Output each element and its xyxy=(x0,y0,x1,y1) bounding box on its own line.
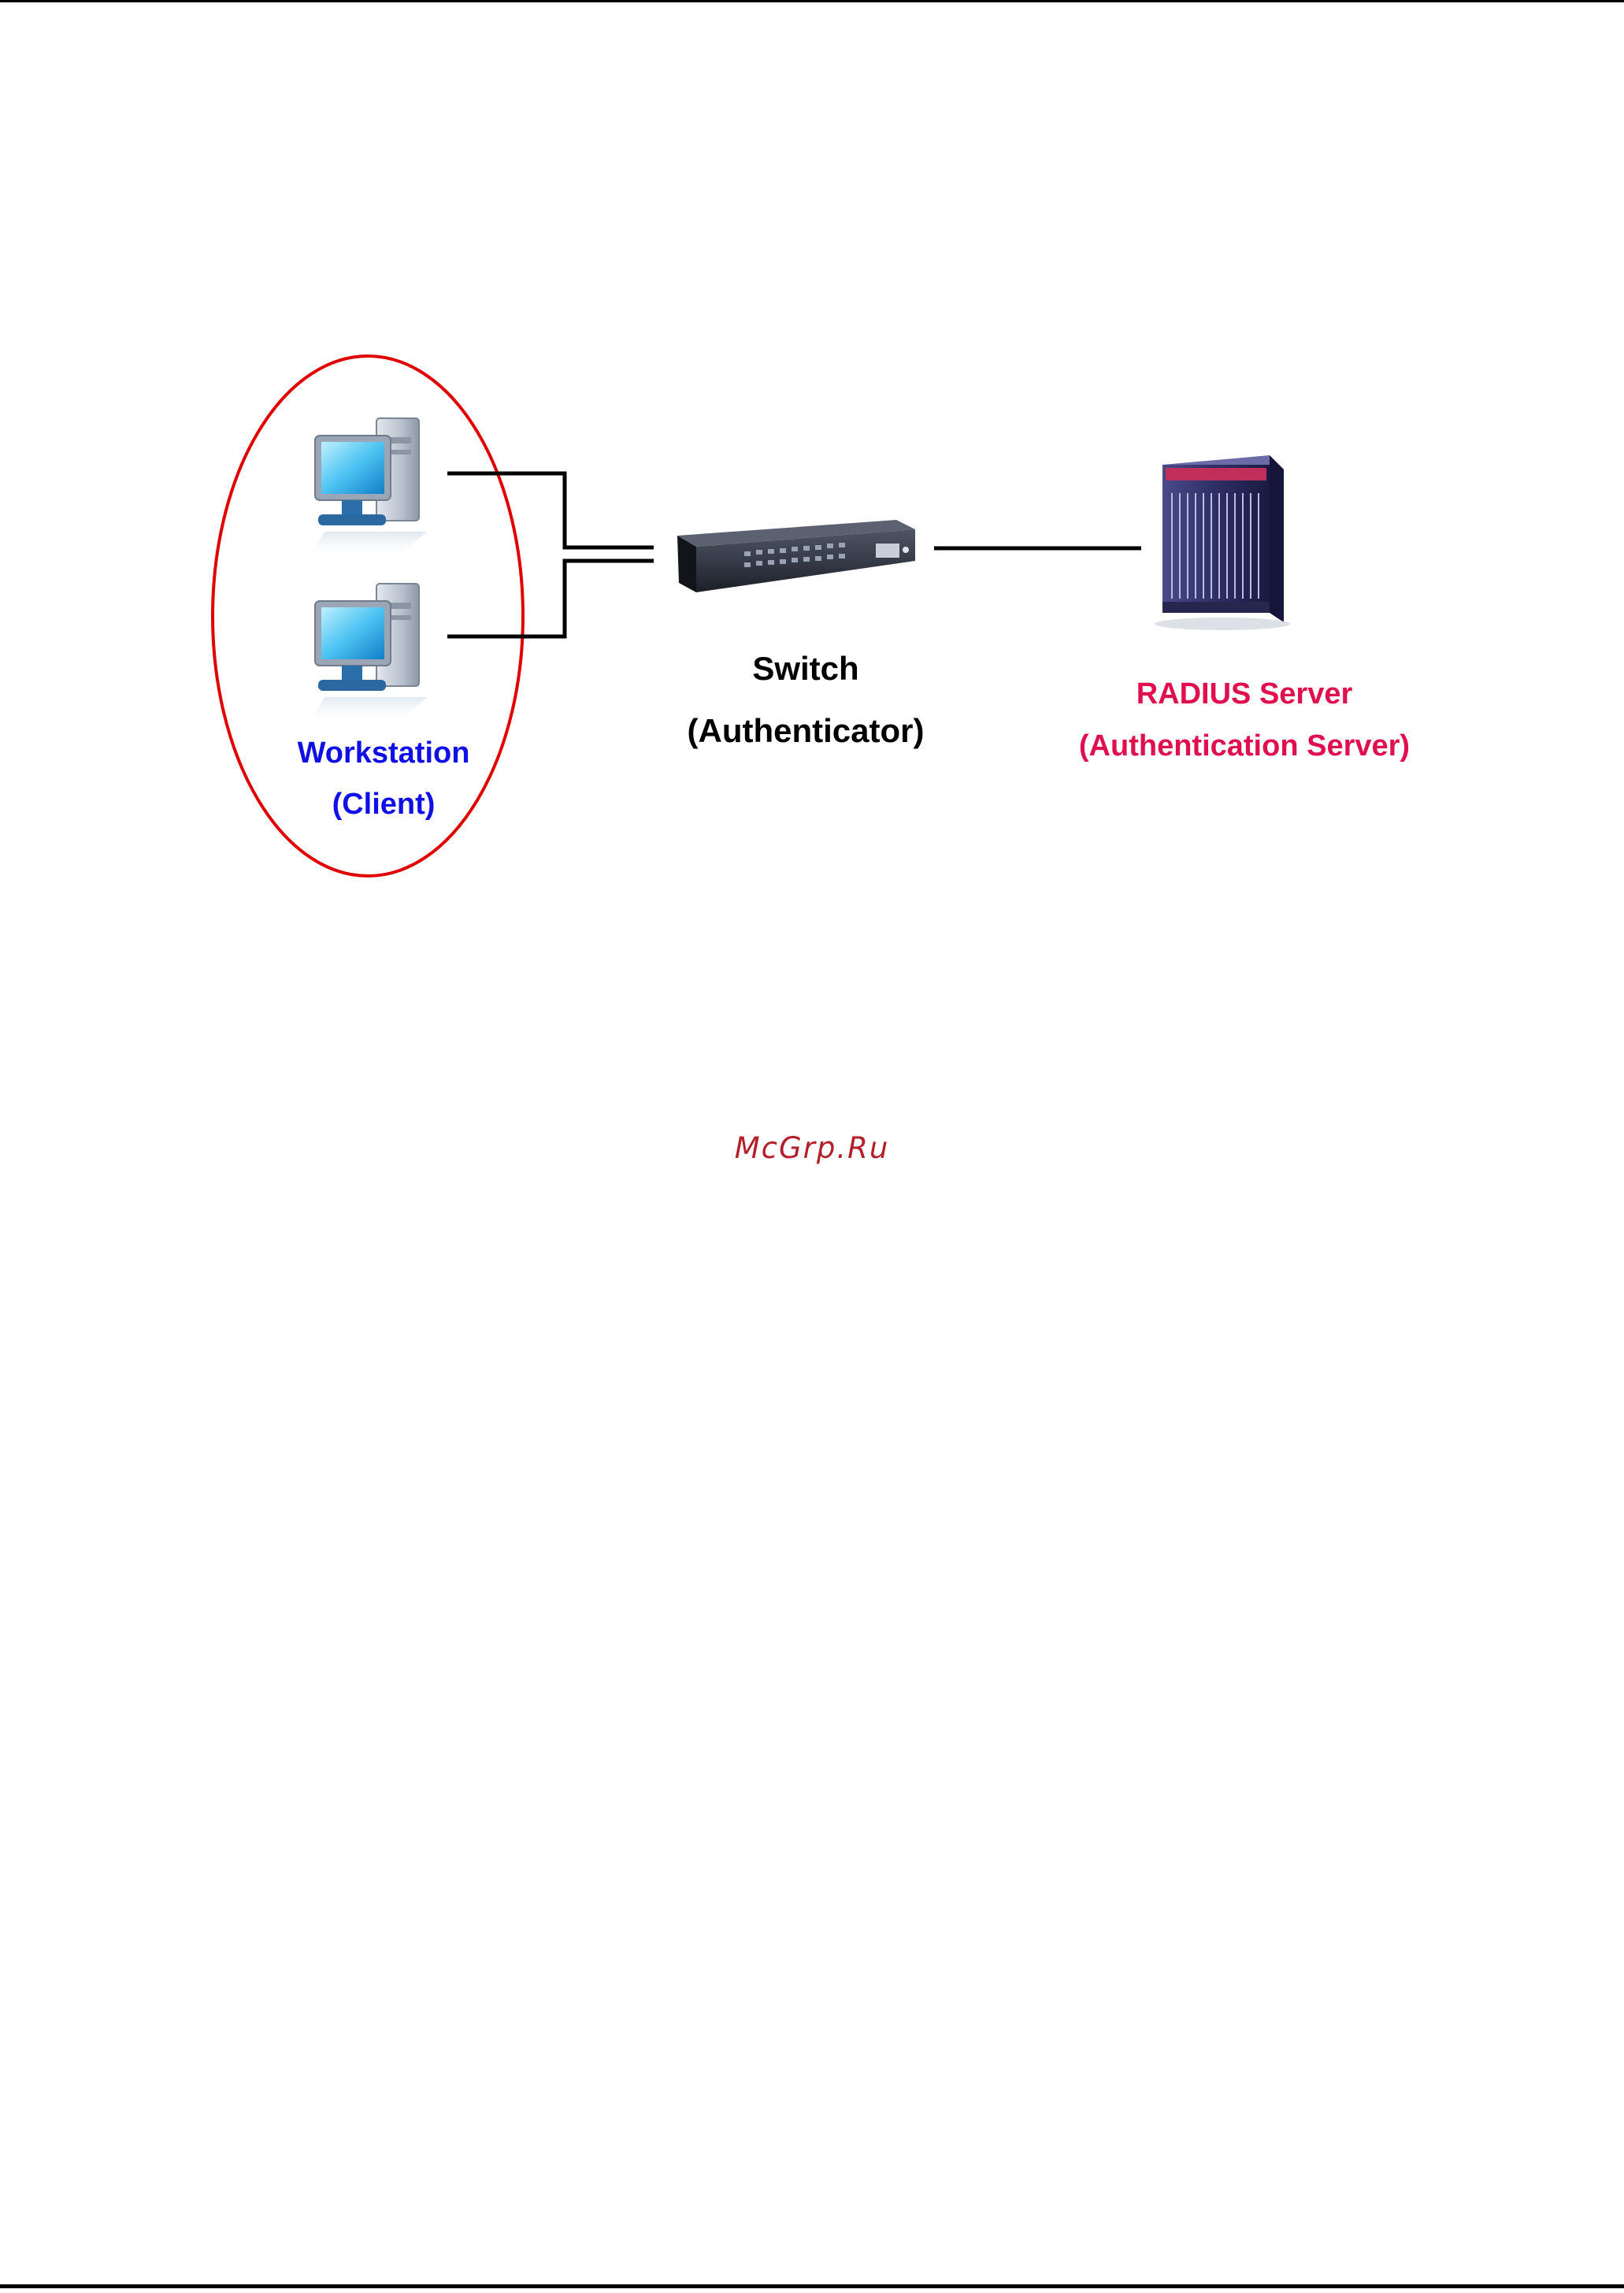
server-label-line2: (Authentication Server) xyxy=(1071,731,1418,761)
server-label-line1: RADIUS Server xyxy=(1071,679,1418,709)
client-label: Workstation (Client) xyxy=(289,738,478,819)
workstation-computer-icon xyxy=(309,418,427,559)
workstation-computer-icon xyxy=(309,584,427,725)
switch-label-line1: Switch xyxy=(664,652,947,685)
watermark: McGrp.Ru xyxy=(0,1131,1624,1165)
client1-switch-link xyxy=(447,473,654,547)
client-label-line1: Workstation xyxy=(289,738,478,768)
switch-label-line2: (Authenticator) xyxy=(664,714,947,748)
network-diagram xyxy=(0,0,1624,945)
client2-switch-link xyxy=(447,561,654,636)
server-rack-icon xyxy=(1155,455,1290,630)
network-switch-icon xyxy=(677,520,915,592)
switch-label: Switch (Authenticator) xyxy=(664,652,947,748)
client-label-line2: (Client) xyxy=(289,789,478,819)
server-label: RADIUS Server (Authentication Server) xyxy=(1071,679,1418,761)
page-bottom-rule xyxy=(0,2284,1624,2288)
client-switch-links xyxy=(447,473,654,636)
